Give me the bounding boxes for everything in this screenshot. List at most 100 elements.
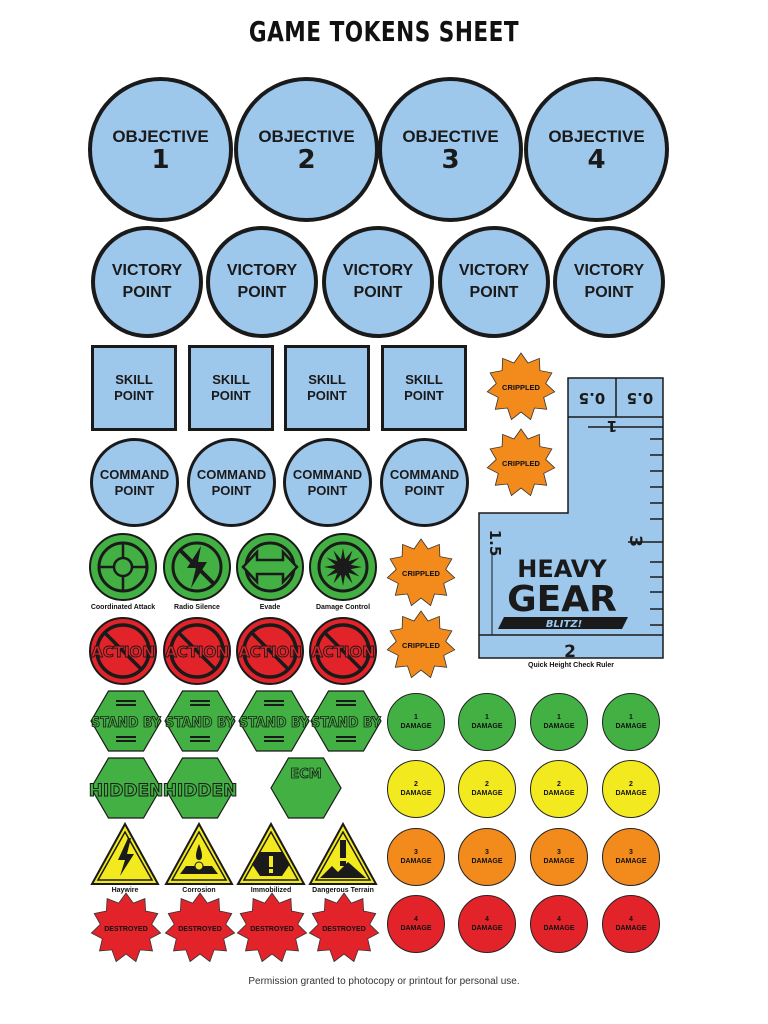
damage-number: 4 [485, 916, 489, 923]
objective-number: 1 [151, 144, 170, 175]
command-label-line1: COMMAND [389, 466, 460, 482]
double-arrow-icon [241, 548, 299, 586]
ruler-shape: 0.5 0.5 1 1.5 3 2 HEAVY GEAR BLITZ! [478, 377, 664, 662]
starburst-shape [90, 892, 162, 963]
no-sign-icon [177, 631, 217, 671]
command-label-line2: POINT [307, 482, 348, 498]
crippled-token: CRIPPLED [386, 538, 456, 607]
lightning-icon [118, 838, 134, 876]
hazard-caption: Dangerous Terrain [312, 887, 374, 894]
destroyed-token: DESTROYED [164, 892, 236, 963]
order-token [163, 533, 231, 601]
objective-label: OBJECTIVE [258, 126, 355, 146]
destroyed-label: DESTROYED [322, 926, 366, 933]
hazard-token [164, 821, 234, 885]
ecm-label: ECM [290, 767, 321, 782]
ecm-token: ECM [270, 757, 342, 819]
order-caption: Coordinated Attack [90, 604, 156, 611]
damage-label: DAMAGE [471, 925, 503, 932]
ruler-mark-1-5: 1.5 [486, 530, 504, 557]
ruler-mark-top-right: 0.5 [627, 389, 654, 407]
victory-label-line2: POINT [469, 284, 519, 301]
hazard-caption: Haywire [111, 887, 139, 894]
ruler-mark-2: 2 [564, 642, 576, 662]
skill-label-line2: POINT [114, 388, 154, 403]
crippled-token: CRIPPLED [386, 610, 456, 679]
destroyed-token: DESTROYED [236, 892, 308, 963]
damage-label: DAMAGE [615, 858, 647, 865]
crosshair-icon [99, 543, 147, 591]
starburst-shape [486, 352, 556, 421]
starburst-shape [236, 892, 308, 963]
damage-label: DAMAGE [471, 723, 503, 730]
damage-number: 2 [485, 781, 489, 788]
hazard-token [236, 821, 306, 885]
damage-label: DAMAGE [615, 925, 647, 932]
damage-label: DAMAGE [400, 723, 432, 730]
damage-number: 4 [414, 916, 418, 923]
objective-number: 2 [297, 144, 316, 175]
command-label-line2: POINT [211, 482, 252, 498]
action-token: ACTION [236, 617, 304, 685]
skill-label-line2: POINT [404, 388, 444, 403]
objective-label: OBJECTIVE [112, 126, 209, 146]
damage-label: DAMAGE [471, 858, 503, 865]
destroyed-label: DESTROYED [250, 926, 294, 933]
damage-number: 3 [485, 849, 489, 856]
standby-token: STAND BY [238, 690, 310, 752]
dangerous-terrain-icon [320, 840, 366, 878]
damage-number: 3 [557, 849, 561, 856]
standby-label: STAND BY [239, 715, 310, 731]
destroyed-label: DESTROYED [178, 926, 222, 933]
starburst-shape [486, 428, 556, 497]
damage-number: 2 [557, 781, 561, 788]
starburst-shape [164, 892, 236, 963]
command-label-line2: POINT [404, 482, 445, 498]
logo-bar [498, 617, 628, 629]
victory-label-line1: VICTORY [342, 262, 414, 279]
hazard-caption: Corrosion [182, 887, 216, 894]
damage-label: DAMAGE [615, 723, 647, 730]
victory-label-line2: POINT [122, 284, 172, 301]
victory-label-line2: POINT [584, 284, 634, 301]
ruler-caption: Quick Height Check Ruler [528, 662, 614, 669]
command-label-line1: COMMAND [292, 466, 363, 482]
standby-label: STAND BY [311, 715, 382, 731]
hidden-label: HIDDEN [89, 781, 164, 801]
objective-label: OBJECTIVE [548, 126, 645, 146]
order-caption: Radio Silence [174, 604, 220, 611]
starburst-shape [386, 610, 456, 679]
logo-gear: GEAR [507, 579, 617, 620]
damage-label: DAMAGE [471, 790, 503, 797]
action-token: ACTION [163, 617, 231, 685]
objective-number: 3 [441, 144, 460, 175]
victory-label-line2: POINT [237, 284, 287, 301]
crippled-token: CRIPPLED [486, 352, 556, 421]
damage-number: 4 [557, 916, 561, 923]
action-label: ACTION [311, 643, 375, 661]
damage-number: 3 [629, 849, 633, 856]
destroyed-token: DESTROYED [308, 892, 380, 963]
damage-label: DAMAGE [400, 790, 432, 797]
hazard-token [308, 821, 378, 885]
order-token [89, 533, 157, 601]
order-caption: Damage Control [315, 604, 371, 611]
